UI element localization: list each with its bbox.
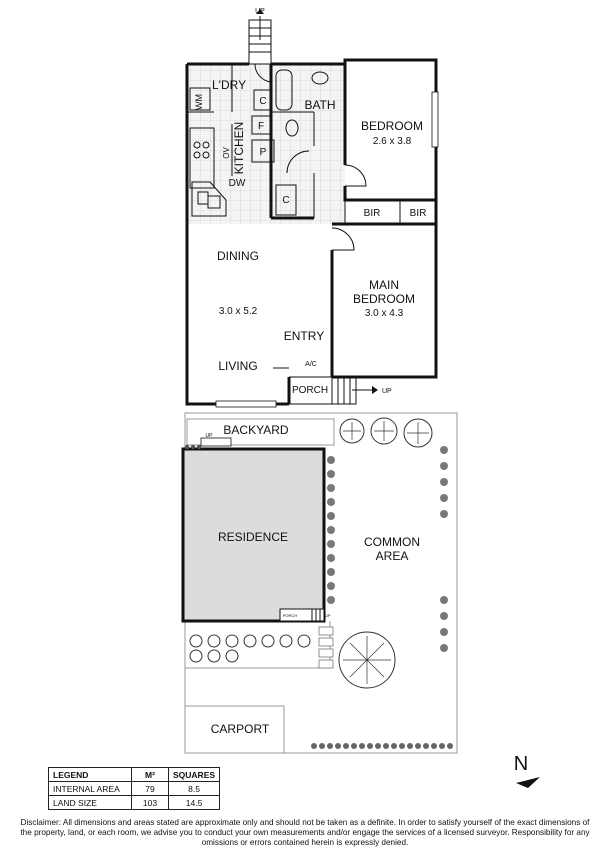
compass-n-label: N [514,753,528,775]
label-up-porch: UP [382,388,392,395]
label-up-small-2: UP [325,613,331,618]
label-up-top: UP [255,8,265,15]
label-bath: BATH [304,98,335,112]
label-porch-small: PORCH [283,613,298,618]
legend-cell: 14.5 [167,795,221,810]
legend-table: LEGEND M² SQUARES INTERNAL AREA 79 8.5 L… [48,767,221,810]
label-dishwasher: DW [229,178,246,189]
label-pantry: P [260,147,267,158]
label-laundry: L'DRY [212,78,246,92]
legend-cell: LAND SIZE [48,795,132,810]
top-stairs [248,9,272,65]
north-arrow-icon [516,777,540,788]
house-floor-plan: UP L'DRY WM C F P C BATH KITCHEN OV DW B… [185,8,439,408]
label-bir-2: BIR [410,208,427,219]
label-living: LIVING [218,359,257,373]
label-common-2: AREA [376,549,409,563]
label-fridge: F [258,121,264,132]
carport-block [184,705,285,754]
porch-stairs [331,376,378,405]
north-compass: N [514,753,540,788]
legend-cell: 103 [131,795,169,810]
label-bedroom-size: 2.6 x 3.8 [373,136,412,147]
label-bir-1: BIR [364,208,381,219]
label-dining-size: 3.0 x 5.2 [219,306,258,317]
sink [191,181,227,217]
legend-cell: INTERNAL AREA [48,781,132,796]
label-common-1: COMMON [364,535,420,549]
legend-cell: 79 [131,781,169,796]
label-dining: DINING [217,249,259,263]
label-ac: A/C [305,361,317,368]
washing-machine [189,87,211,111]
legend-row-internal: INTERNAL AREA 79 8.5 [48,781,221,796]
legend-row-land: LAND SIZE 103 14.5 [48,795,221,810]
legend-header-legend: LEGEND [48,767,132,782]
label-wm: WM [194,94,204,110]
label-carport: CARPORT [211,722,270,736]
residence-block [181,447,326,623]
label-entry: ENTRY [284,329,324,343]
bathtub [275,69,293,111]
hedge-dots [327,446,448,652]
tiled-floor [187,64,345,224]
label-bedroom: BEDROOM [361,119,423,133]
basin [311,71,329,85]
label-cupboard-2: C [282,195,289,206]
label-oven: OV [222,147,231,159]
label-main-1: MAIN [369,278,399,292]
label-backyard: BACKYARD [223,423,288,437]
label-cupboard-1: C [259,96,266,107]
site-plan: BACKYARD UP RESIDENCE COMMON AREA PORCH … [181,412,458,754]
label-kitchen: KITCHEN [232,122,246,175]
label-up-small: UP [206,433,214,439]
legend-cell: 8.5 [167,781,221,796]
label-main-2: BEDROOM [353,292,415,306]
label-porch: PORCH [292,385,328,396]
disclaimer-text: Disclaimer: All dimensions and areas sta… [20,818,590,847]
label-main-bedroom-size: 3.0 x 4.3 [365,308,404,319]
legend-header-squares: SQUARES [167,767,221,782]
label-residence: RESIDENCE [218,530,288,544]
toilet [285,119,299,137]
legend-header-m2: M² [131,767,169,782]
